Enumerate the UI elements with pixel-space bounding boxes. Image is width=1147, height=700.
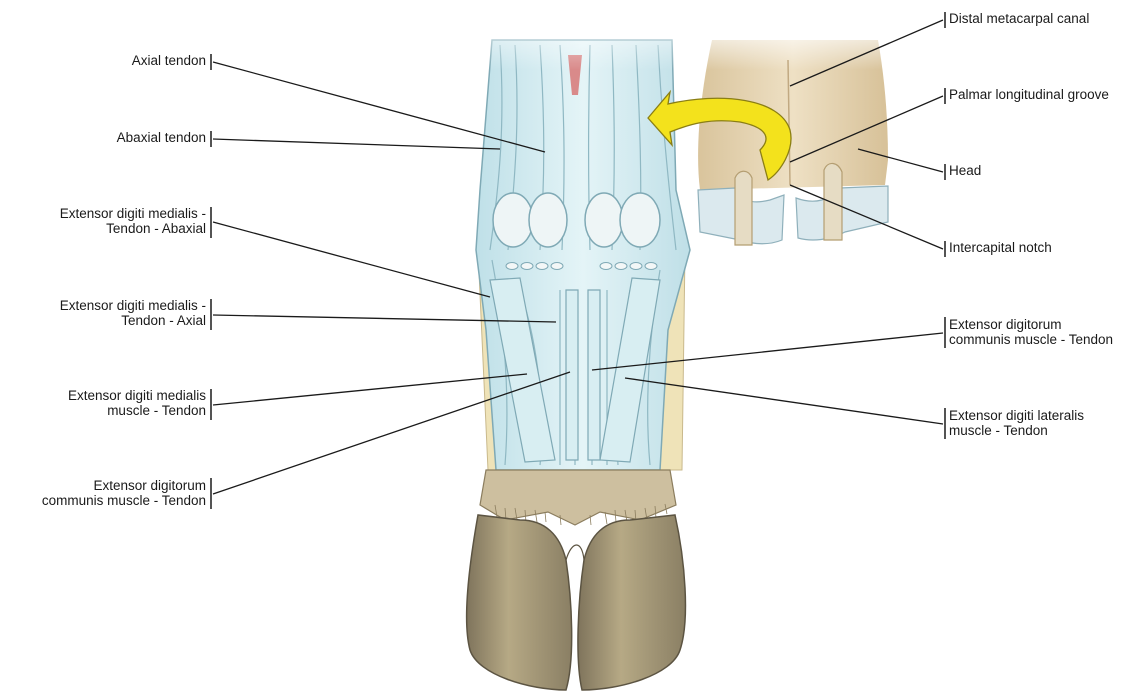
label-palmar-longitudinal-groove: Palmar longitudinal groove	[949, 87, 1109, 102]
hoof-right	[578, 515, 686, 690]
condyles	[698, 186, 888, 244]
leader-abaxial-tendon	[213, 139, 500, 149]
label-edc-muscle-tendon-left: Extensor digitorum communis muscle - Ten…	[42, 478, 206, 508]
label-edm-tendon-abaxial: Extensor digiti medialis - Tendon - Abax…	[60, 206, 206, 236]
hoof-left	[467, 515, 572, 690]
tendon-sheath	[476, 40, 690, 470]
label-edm-tendon-axial: Extensor digiti medialis - Tendon - Axia…	[60, 298, 206, 328]
label-distal-metacarpal-canal: Distal metacarpal canal	[949, 11, 1089, 26]
label-axial-tendon: Axial tendon	[132, 53, 206, 68]
leader-edm-abaxial	[213, 222, 490, 297]
label-abaxial-tendon: Abaxial tendon	[117, 130, 206, 145]
label-intercapital-notch: Intercapital notch	[949, 240, 1052, 255]
label-edl-muscle-tendon: Extensor digiti lateralis muscle - Tendo…	[949, 408, 1084, 438]
label-edc-muscle-tendon-right: Extensor digitorum communis muscle - Ten…	[949, 317, 1113, 347]
leader-edm-muscle	[213, 374, 527, 405]
label-head: Head	[949, 163, 981, 178]
label-edm-muscle-tendon: Extensor digiti medialis muscle - Tendon	[68, 388, 206, 418]
